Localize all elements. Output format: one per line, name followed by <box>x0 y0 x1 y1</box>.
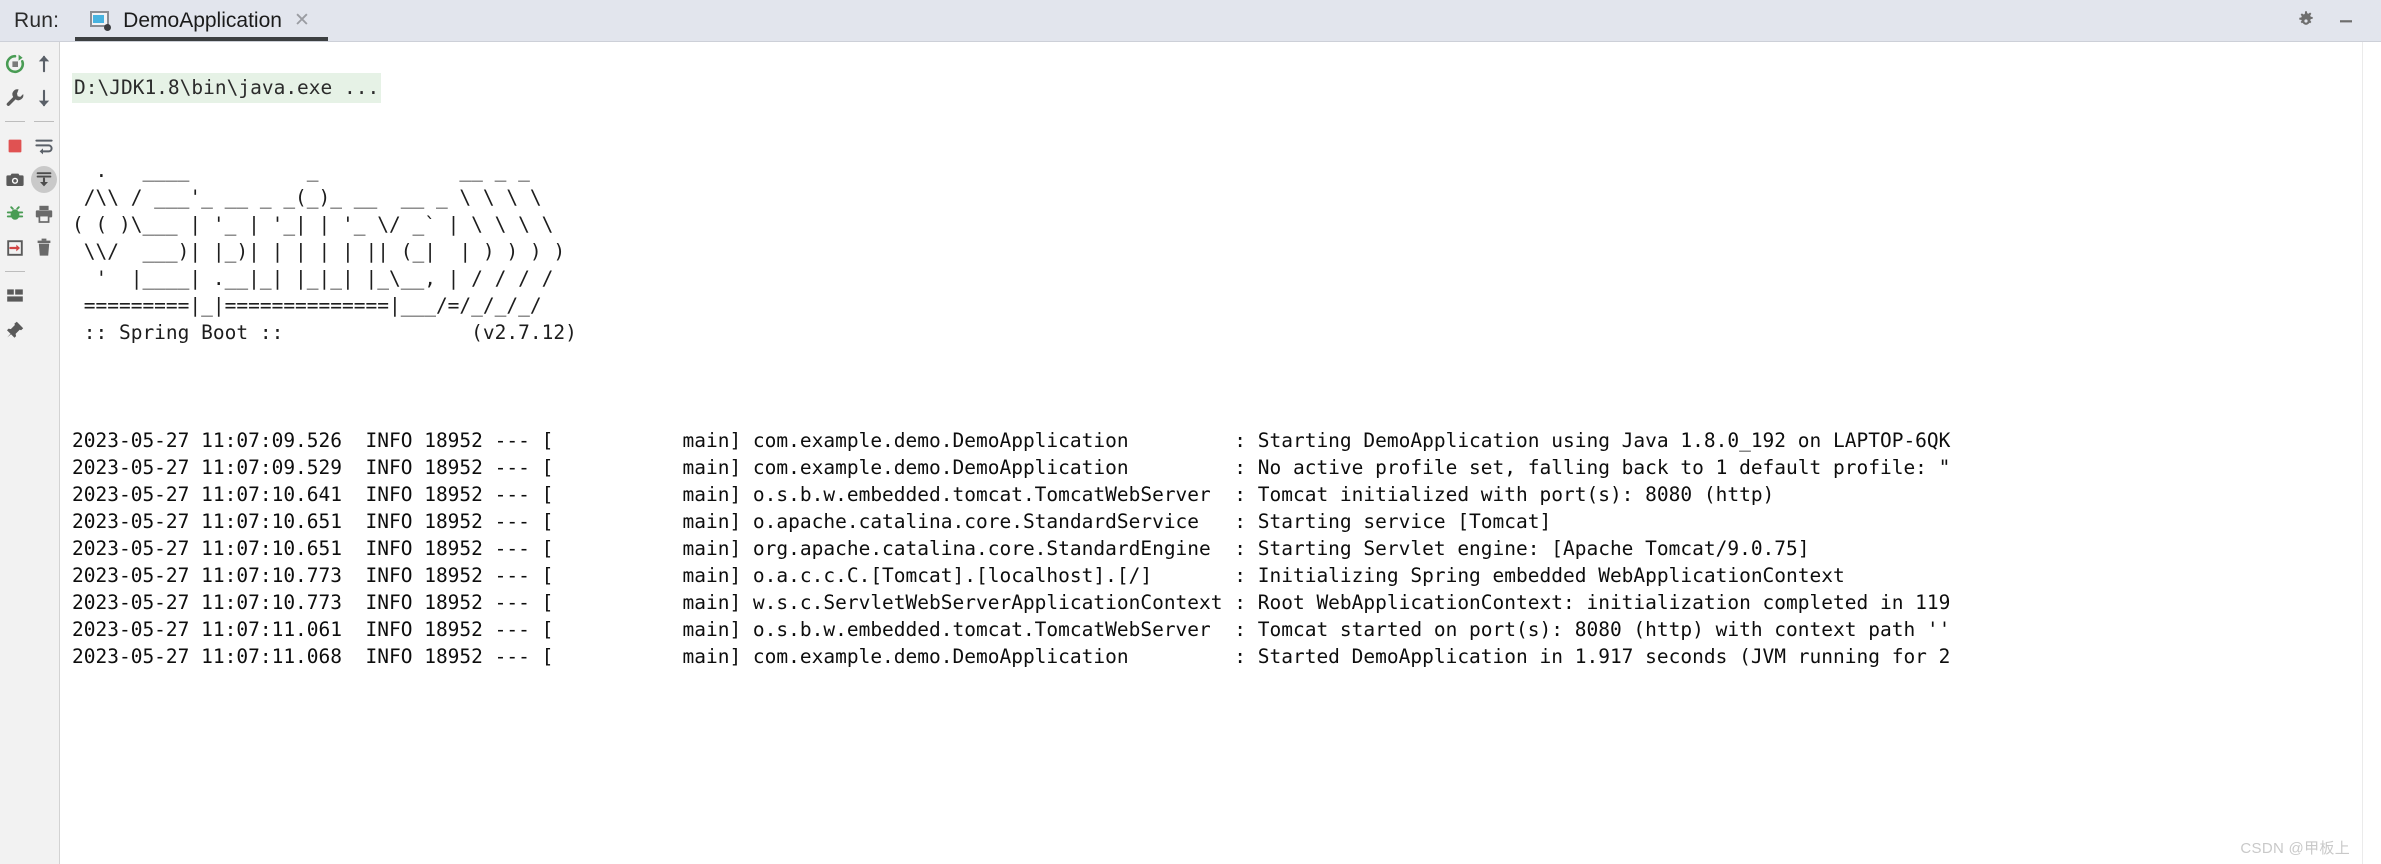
log-line: 2023-05-27 11:07:10.651 INFO 18952 --- [… <box>72 510 1552 533</box>
close-icon[interactable]: ✕ <box>293 10 310 31</box>
log-line: 2023-05-27 11:07:10.641 INFO 18952 --- [… <box>72 483 1775 506</box>
banner-line: \\/ ___)| |_)| | | | | || (_| | ) ) ) ) <box>72 240 566 263</box>
gear-icon[interactable] <box>2289 4 2323 38</box>
banner-line: /\\ / ___'_ __ _ _(_)_ __ __ _ \ \ \ \ <box>72 186 542 209</box>
console-output[interactable]: D:\JDK1.8\bin\java.exe ... . ____ _ __ _… <box>60 42 2362 864</box>
spacer <box>72 373 2362 400</box>
toolbar-divider-3 <box>34 121 54 122</box>
watermark: CSDN @甲板上 <box>2240 840 2350 857</box>
banner-line: . ____ _ __ _ _ <box>72 159 530 182</box>
log-line: 2023-05-27 11:07:10.651 INFO 18952 --- [… <box>72 537 1810 560</box>
run-tab-bar: Run: DemoApplication ✕ <box>0 0 2381 42</box>
log-line: 2023-05-27 11:07:10.773 INFO 18952 --- [… <box>72 591 1951 614</box>
arrow-down-icon[interactable] <box>30 82 58 114</box>
tab-label: DemoApplication <box>123 8 282 32</box>
banner-line: =========|_|==============|___/=/_/_/_/ <box>72 294 542 317</box>
log-line: 2023-05-27 11:07:11.061 INFO 18952 --- [… <box>72 618 1951 641</box>
stop-icon[interactable] <box>1 130 29 162</box>
scroll-to-end-icon[interactable] <box>30 164 58 196</box>
rerun-icon[interactable] <box>1 48 29 80</box>
command-line: D:\JDK1.8\bin\java.exe ... <box>72 73 382 103</box>
export-arrow-icon[interactable] <box>1 232 29 264</box>
log-line: 2023-05-27 11:07:10.773 INFO 18952 --- [… <box>72 564 1845 587</box>
console-actions-toolbar <box>29 42 60 864</box>
log-line: 2023-05-27 11:07:09.529 INFO 18952 --- [… <box>72 456 1951 479</box>
console-text: D:\JDK1.8\bin\java.exe ... . ____ _ __ _… <box>60 46 2362 724</box>
run-actions-toolbar <box>0 42 29 864</box>
minimize-icon[interactable] <box>2329 4 2363 38</box>
pin-icon[interactable] <box>1 314 29 346</box>
toolbar-divider <box>4 121 25 122</box>
tab-bar-actions <box>2289 0 2381 41</box>
run-body: D:\JDK1.8\bin\java.exe ... . ____ _ __ _… <box>0 42 2381 864</box>
soft-wrap-icon[interactable] <box>30 130 58 162</box>
spacer <box>72 103 2362 130</box>
log-line: 2023-05-27 11:07:11.068 INFO 18952 --- [… <box>72 645 1951 668</box>
layout-icon[interactable] <box>1 280 29 312</box>
banner-line: ' |____| .__|_| |_|_| |_\__, | / / / / <box>72 267 554 290</box>
trash-icon[interactable] <box>30 232 58 264</box>
console-scrollbar[interactable] <box>2362 42 2381 864</box>
banner-line: :: Spring Boot :: (v2.7.12) <box>72 321 577 344</box>
bug-attach-icon[interactable] <box>1 198 29 230</box>
arrow-up-icon[interactable] <box>30 48 58 80</box>
wrench-icon[interactable] <box>1 82 29 114</box>
log-line: 2023-05-27 11:07:09.526 INFO 18952 --- [… <box>72 429 1951 452</box>
run-configuration-icon <box>89 9 113 33</box>
toolbar-divider-2 <box>4 271 25 272</box>
tab-demoapplication[interactable]: DemoApplication ✕ <box>75 0 328 41</box>
printer-icon[interactable] <box>30 198 58 230</box>
camera-icon[interactable] <box>1 164 29 196</box>
banner-line: ( ( )\___ | '_ | '_| | '_ \/ _` | \ \ \ … <box>72 213 554 236</box>
run-label: Run: <box>14 8 60 32</box>
